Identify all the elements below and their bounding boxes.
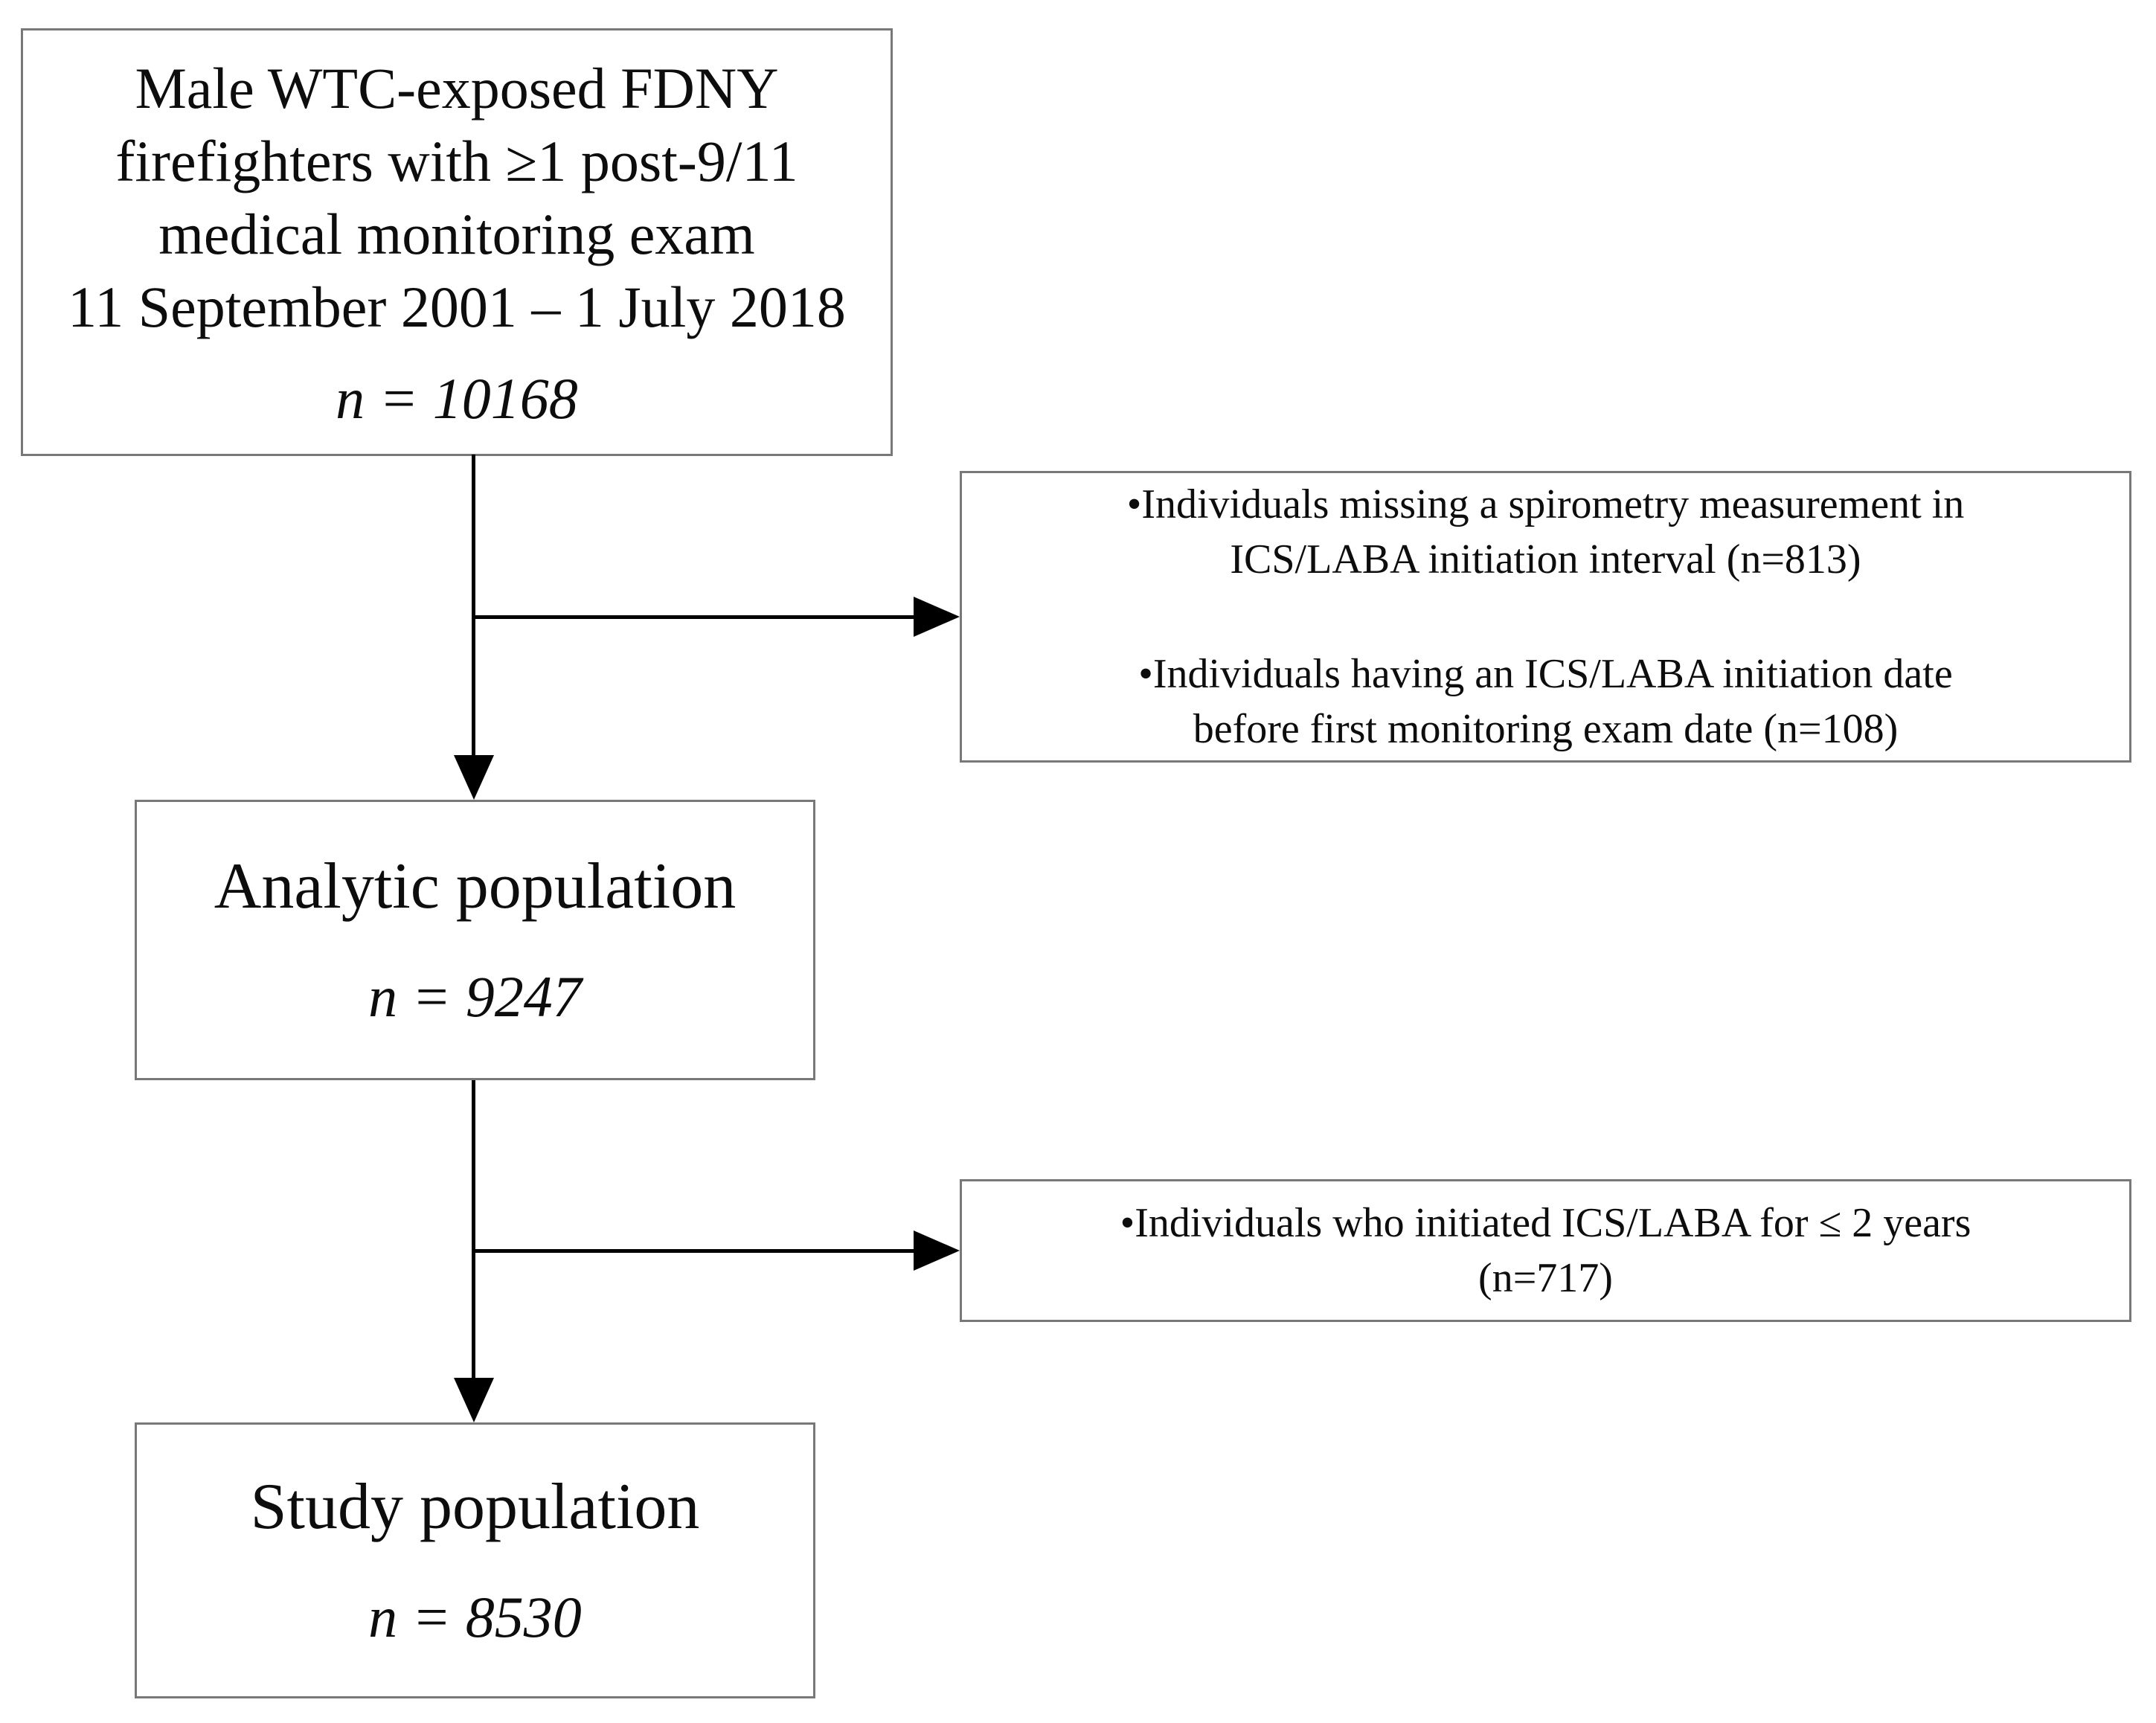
analytic-population-title: Analytic population: [214, 850, 737, 923]
arrowhead-right-icon: [914, 1231, 960, 1271]
source-population-line: firefighters with ≥1 post-9/11: [115, 128, 798, 193]
exclusion-item: •Individuals missing a spirometry measur…: [962, 477, 2129, 587]
arrowhead-right-icon: [914, 597, 960, 637]
exclusion-item-line: •Individuals who initiated ICS/LABA for …: [1120, 1200, 1971, 1246]
exclusion-item-line: before first monitoring exam date (n=108…: [1193, 706, 1899, 752]
arrowhead-down-icon: [454, 755, 494, 800]
source-population-count: n = 10168: [336, 365, 578, 431]
analytic-population-count: n = 9247: [368, 963, 582, 1029]
connector-branch-to-exclusion-1: [474, 615, 917, 619]
exclusion-item-line: •Individuals missing a spirometry measur…: [1126, 481, 1965, 527]
study-population-box: Study population n = 8530: [135, 1422, 815, 1698]
exclusion-item-line: ICS/LABA initiation interval (n=813): [1230, 536, 1861, 583]
exclusion-item: •Individuals who initiated ICS/LABA for …: [962, 1196, 2129, 1306]
source-population-box: Male WTC-exposed FDNY firefighters with …: [21, 28, 893, 456]
connector-top-to-analytic: [472, 455, 475, 757]
exclusion-item-line: (n=717): [1478, 1255, 1613, 1301]
source-population-line: 11 September 2001 – 1 July 2018: [68, 274, 846, 339]
exclusion-item-line: •Individuals having an ICS/LABA initiati…: [1138, 651, 1953, 697]
connector-analytic-to-study: [472, 1080, 475, 1380]
source-population-line: Male WTC-exposed FDNY: [135, 55, 779, 121]
arrowhead-down-icon: [454, 1378, 494, 1422]
analytic-population-box: Analytic population n = 9247: [135, 800, 815, 1080]
connector-branch-to-exclusion-2: [474, 1249, 917, 1253]
exclusion-box-1: •Individuals missing a spirometry measur…: [960, 471, 2131, 763]
exclusion-box-2: •Individuals who initiated ICS/LABA for …: [960, 1179, 2131, 1322]
source-population-line: medical monitoring exam: [158, 201, 755, 266]
study-population-title: Study population: [250, 1470, 700, 1543]
exclusion-item: •Individuals having an ICS/LABA initiati…: [962, 646, 2129, 757]
study-population-count: n = 8530: [368, 1584, 582, 1649]
